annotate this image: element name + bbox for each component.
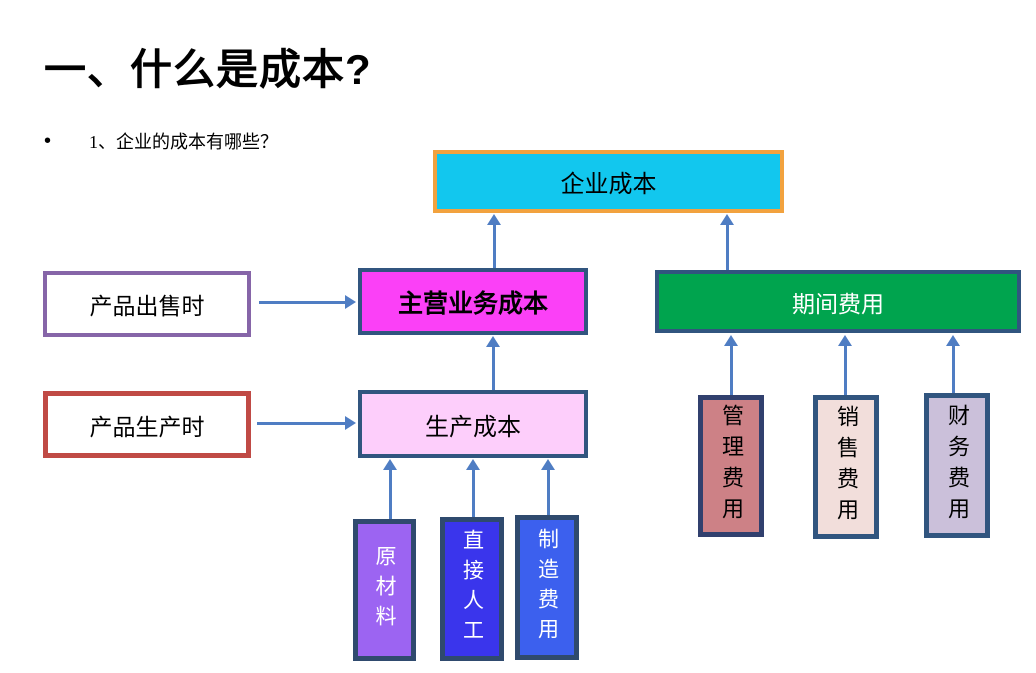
arrowhead-up-icon bbox=[383, 459, 397, 470]
node-label: 期间费用 bbox=[792, 290, 884, 317]
node-label: 管理费用 bbox=[719, 404, 744, 528]
node-when-product-sold: 产品出售时 bbox=[43, 271, 251, 337]
arrow-finance-to-period bbox=[946, 335, 960, 393]
bullet-marker: • bbox=[44, 130, 52, 152]
node-direct-labor: 直接人工 bbox=[440, 517, 504, 661]
node-label: 原材料 bbox=[373, 545, 397, 635]
arrow-production-to-main bbox=[486, 336, 500, 390]
node-production-cost: 生产成本 bbox=[358, 390, 588, 458]
arrow-admin-to-period bbox=[724, 335, 738, 395]
arrowhead-up-icon bbox=[838, 335, 852, 346]
arrowhead-up-icon bbox=[486, 336, 500, 347]
arrowhead-right-icon bbox=[345, 295, 356, 309]
arrowhead-up-icon bbox=[724, 335, 738, 346]
node-admin-expense: 管理费用 bbox=[698, 395, 764, 537]
arrow-overhead-to-production bbox=[541, 459, 555, 515]
arrow-sold-to-main bbox=[259, 295, 356, 309]
arrowhead-up-icon bbox=[720, 214, 734, 225]
arrowhead-up-icon bbox=[946, 335, 960, 346]
node-label: 销售费用 bbox=[834, 405, 859, 529]
arrowhead-right-icon bbox=[345, 416, 356, 430]
node-period-expense: 期间费用 bbox=[655, 270, 1021, 333]
arrow-raw-material-to-production bbox=[383, 459, 397, 519]
node-manufacturing-overhead: 制造费用 bbox=[515, 515, 579, 660]
node-label: 主营业务成本 bbox=[397, 289, 548, 318]
node-label: 制造费用 bbox=[535, 527, 560, 648]
node-label: 产品生产时 bbox=[89, 414, 205, 440]
node-main-business-cost: 主营业务成本 bbox=[358, 268, 588, 335]
arrow-produced-to-production bbox=[257, 416, 356, 430]
node-enterprise-cost: 企业成本 bbox=[433, 150, 784, 213]
node-finance-expense: 财务费用 bbox=[924, 393, 990, 538]
arrowhead-up-icon bbox=[466, 459, 480, 470]
arrow-period-to-enterprise bbox=[720, 214, 734, 270]
node-selling-expense: 销售费用 bbox=[813, 395, 879, 539]
node-label: 生产成本 bbox=[425, 414, 521, 441]
page-title: 一、什么是成本? bbox=[44, 46, 372, 93]
bullet-text: 1、企业的成本有哪些？ bbox=[89, 132, 279, 152]
bullet-item: • 1、企业的成本有哪些？ bbox=[44, 128, 278, 154]
arrow-main-to-enterprise bbox=[487, 214, 501, 268]
node-raw-material: 原材料 bbox=[353, 519, 416, 661]
node-label: 产品出售时 bbox=[89, 294, 205, 319]
node-label: 企业成本 bbox=[560, 171, 657, 198]
node-when-product-produced: 产品生产时 bbox=[43, 391, 251, 458]
arrowhead-up-icon bbox=[487, 214, 501, 225]
arrow-direct-labor-to-production bbox=[466, 459, 480, 517]
node-label: 财务费用 bbox=[945, 403, 970, 528]
arrow-selling-to-period bbox=[838, 335, 852, 395]
arrowhead-up-icon bbox=[541, 459, 555, 470]
node-label: 直接人工 bbox=[460, 529, 485, 649]
